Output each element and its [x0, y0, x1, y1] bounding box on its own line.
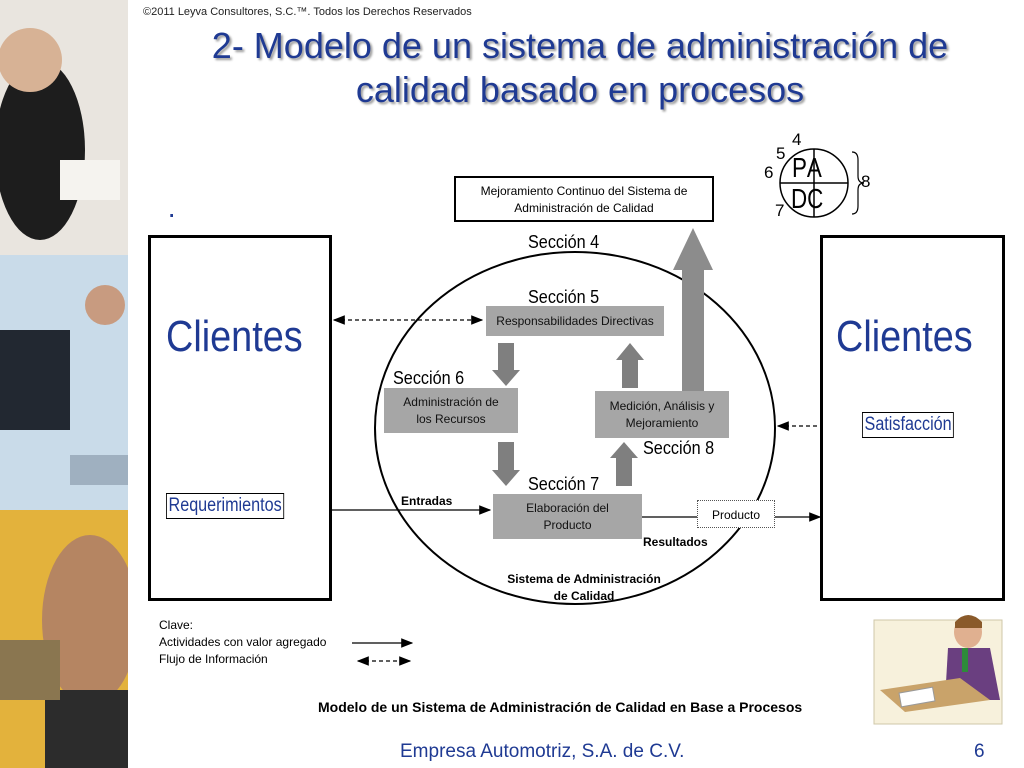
continuous-improvement-box: Mejoramiento Continuo del Sistema de Adm… — [454, 176, 714, 222]
left-clients-title: Clientes — [166, 312, 303, 361]
legend-title: Clave: — [159, 618, 194, 632]
legend-value-added: Actividades con valor agregado — [159, 635, 327, 649]
arrow-s5-to-s6 — [492, 343, 520, 386]
pdca-top-letters: PA — [792, 152, 824, 183]
diagram-caption: Modelo de un Sistema de Administración d… — [318, 699, 803, 715]
continuous-improvement-line-1: Mejoramiento Continuo del Sistema de — [480, 184, 688, 198]
product-realization-box: Elaboración del Producto — [493, 494, 642, 539]
right-clients-title: Clientes — [836, 312, 973, 361]
inputs-label: Entradas — [401, 494, 453, 508]
management-responsibility-box: Responsabilidades Directivas — [486, 306, 664, 336]
measurement-analysis-line-2: Mejoramiento — [625, 415, 699, 430]
measurement-analysis-box: Medición, Análisis y Mejoramiento — [595, 391, 729, 438]
slide-title: 2- Modelo de un sistema de administració… — [140, 24, 1020, 112]
quality-system-label: Sistema de Administración de Calidad — [496, 571, 672, 605]
continuous-improvement-line-2: Administración de Calidad — [514, 201, 654, 215]
pdca-number-5: 5 — [776, 144, 786, 163]
pdca-bracket — [851, 151, 865, 215]
product-realization-line-2: Producto — [543, 517, 592, 532]
left-clients-box — [148, 235, 332, 601]
section-5-label: Sección 5 — [528, 287, 600, 307]
legend-key: Clave: Actividades con valor agregado Fl… — [159, 617, 326, 668]
pdca-number-7: 7 — [775, 201, 785, 220]
satisfaction-label: Satisfacción — [862, 412, 955, 438]
section-4-label: Sección 4 — [528, 232, 600, 252]
page-number: 6 — [974, 741, 985, 762]
title-line-2: calidad basado en procesos — [355, 69, 805, 110]
title-line-1: 2- Modelo de un sistema de administració… — [211, 25, 949, 66]
section-8-label: Sección 8 — [643, 438, 715, 458]
resource-management-box: Administración de los Recursos — [384, 388, 518, 433]
product-box: Producto — [697, 500, 775, 528]
pdca-number-6: 6 — [764, 163, 774, 182]
arrow-s8-to-s5 — [616, 343, 644, 388]
quality-system-line-1: Sistema de Administración — [507, 572, 661, 586]
quality-system-ellipse — [374, 251, 776, 605]
product-label: Producto — [711, 508, 761, 522]
photo-strip — [0, 0, 128, 768]
quality-system-line-2: de Calidad — [553, 589, 615, 603]
copyright-notice: ©2011 Leyva Consultores, S.C.™. Todos lo… — [143, 6, 472, 18]
measurement-analysis-line-1: Medición, Análisis y — [609, 398, 715, 413]
legend-information-flow: Flujo de Información — [159, 652, 268, 666]
improvement-arrow — [673, 228, 713, 392]
arrow-s7-to-s8 — [610, 442, 638, 486]
businessman-clipart — [873, 615, 1003, 725]
section-6-label: Sección 6 — [393, 368, 465, 388]
requirements-label: Requerimientos — [166, 493, 285, 519]
bullet-dot: · — [167, 198, 177, 229]
footer-company: Empresa Automotriz, S.A. de C.V. — [400, 741, 685, 762]
arrow-s6-to-s7 — [492, 442, 520, 486]
section-7-label: Sección 7 — [528, 474, 600, 494]
results-label: Resultados — [643, 535, 708, 549]
resource-management-line-1: Administración de — [403, 394, 499, 409]
right-clients-box — [820, 235, 1005, 601]
management-responsibility-label: Responsabilidades Directivas — [496, 313, 654, 328]
product-realization-line-1: Elaboración del — [526, 500, 609, 515]
resource-management-line-2: los Recursos — [416, 411, 486, 426]
pdca-number-4: 4 — [792, 130, 802, 149]
pdca-number-8: 8 — [861, 172, 871, 191]
pdca-bottom-letters: DC — [791, 183, 824, 214]
